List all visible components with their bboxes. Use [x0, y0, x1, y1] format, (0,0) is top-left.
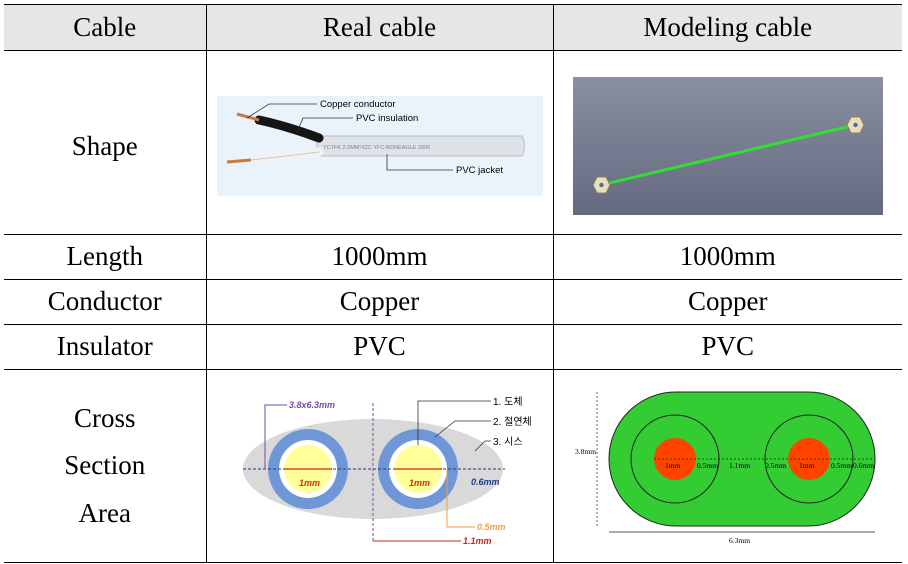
- real-conductor-dia-right: 1mm: [409, 478, 430, 488]
- real-cross-section-cell: 3.8x6.3mm 1mm 1mm 0.6mm 0.5mm 1.1mm 1. 도…: [205, 369, 554, 563]
- insulator-row: Insulator PVC PVC: [4, 324, 902, 370]
- header-row: Cable Real cable Modeling cable: [4, 4, 902, 51]
- real-cross-section-diagram: 3.8x6.3mm 1mm 1mm 0.6mm 0.5mm 1.1mm 1. 도…: [242, 396, 531, 546]
- cross-label-line-1: Cross: [73, 403, 136, 434]
- real-outer-dim: 3.8x6.3mm: [289, 400, 335, 410]
- callout-pvc-jacket: PVC jacket: [456, 165, 503, 176]
- insulator-label: Insulator: [4, 324, 207, 370]
- conductor-real-value: Copper: [205, 279, 554, 325]
- header-modeling-cable: Modeling cable: [552, 4, 902, 51]
- real-conductor-dia-left: 1mm: [299, 478, 320, 488]
- model-width: 6.3mm: [729, 536, 750, 545]
- conductor-label: Conductor: [4, 279, 207, 325]
- cross-label-line-2: Section: [64, 450, 146, 481]
- real-legend-conductor: 1. 도체: [493, 396, 523, 408]
- conductor-model-value: Copper: [552, 279, 902, 325]
- cross-section-label: Cross Section Area: [4, 369, 207, 563]
- model-gap-3: 0.5mm: [765, 461, 786, 470]
- insulator-model-value: PVC: [552, 324, 902, 370]
- model-gap-2: 1.1mm: [729, 461, 750, 470]
- real-legend-insulator: 2. 절연체: [493, 415, 532, 428]
- model-cross-section-cell: 1mm 1mm 0.5mm 1.1mm 0.5mm 0.5mm 0.6mm 3.…: [552, 369, 902, 563]
- conductor-row: Conductor Copper Copper: [4, 279, 902, 325]
- model-height: 3.8mm: [575, 447, 596, 456]
- model-conductor-dia-right: 1mm: [799, 461, 815, 470]
- length-row: Length 1000mm 1000mm: [4, 234, 902, 280]
- real-spacing: 1.1mm: [463, 536, 492, 546]
- model-cross-section-diagram: 1mm 1mm 0.5mm 1.1mm 0.5mm 0.5mm 0.6mm 3.…: [575, 391, 876, 545]
- comparison-table: Cable Real cable Modeling cable Shape YC…: [4, 4, 902, 563]
- shape-row: Shape YCTFK 2.0MM²X2C YFC-BONEAGLE 2006 …: [4, 50, 902, 235]
- real-cable-photo: YCTFK 2.0MM²X2C YFC-BONEAGLE 2006 Copper…: [216, 95, 543, 196]
- cross-label-line-3: Area: [78, 497, 131, 528]
- length-model-value: 1000mm: [552, 234, 902, 280]
- model-gap-1: 0.5mm: [697, 461, 718, 470]
- length-real-value: 1000mm: [205, 234, 554, 280]
- modeling-cable-render: [572, 76, 883, 215]
- jacket-print: YCTFK 2.0MM²X2C YFC-BONEAGLE 2006: [323, 145, 430, 151]
- header-real-cable: Real cable: [205, 4, 554, 51]
- modeling-cable-render-cell: [552, 50, 902, 235]
- real-cable-photo-cell: YCTFK 2.0MM²X2C YFC-BONEAGLE 2006 Copper…: [205, 50, 554, 235]
- real-legend-sheath: 3. 시스: [493, 436, 523, 448]
- callout-copper-conductor: Copper conductor: [320, 99, 396, 110]
- insulator-real-value: PVC: [205, 324, 554, 370]
- real-sheath-thickness: 0.6mm: [471, 477, 500, 487]
- real-insulation-thickness: 0.5mm: [477, 522, 506, 532]
- cross-section-row: Cross Section Area 3.8x6.3mm: [4, 369, 902, 563]
- shape-label: Shape: [4, 50, 207, 235]
- model-gap-4: 0.5mm: [831, 461, 852, 470]
- model-conductor-dia-left: 1mm: [665, 461, 681, 470]
- callout-pvc-insulation: PVC insulation: [356, 113, 418, 124]
- header-cable: Cable: [4, 4, 207, 51]
- model-gap-5: 0.6mm: [853, 461, 874, 470]
- length-label: Length: [4, 234, 207, 280]
